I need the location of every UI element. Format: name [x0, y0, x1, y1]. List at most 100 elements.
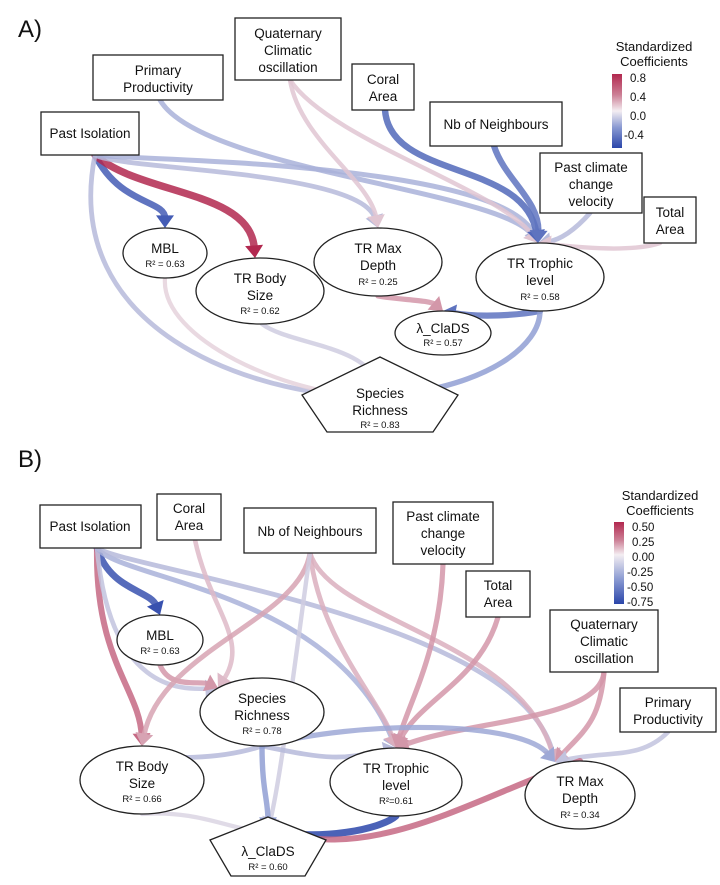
legend-panel-b: Standardized Coefficients 0.50 0.25 0.00… [614, 488, 698, 609]
node-species-richness: Species Richness R² = 0.78 [199, 677, 325, 747]
svg-text:Richness: Richness [352, 403, 408, 418]
node-primary-productivity: Primary Productivity [92, 54, 224, 101]
panel-label-a: A) [18, 16, 42, 43]
svg-text:Total: Total [484, 578, 513, 593]
r2-label: R² = 0.83 [360, 420, 399, 431]
edge-pi-to-mbl [93, 544, 160, 610]
edge-qc-to-tl [287, 77, 535, 238]
node-past-isolation: Past Isolation [39, 504, 142, 549]
node-quaternary-climatic-oscillation: Quaternary Climatic oscillation [234, 17, 342, 81]
legend-tick: -0.75 [627, 597, 653, 609]
node-tr-trophic-level: TR Trophic level R² = 0.58 [475, 242, 605, 312]
svg-text:Area: Area [369, 89, 398, 104]
r2-label: R² = 0.25 [358, 277, 397, 288]
edge-arrowhead [427, 295, 443, 311]
edge-nn-to-bs [141, 550, 313, 739]
edge-ca-to-tl [381, 106, 540, 237]
node-lambda-clads: λ_ClaDS R² = 0.60 [209, 816, 327, 877]
node-total-area: Total Area [643, 196, 697, 244]
legend-title-line2: Coefficients [626, 503, 694, 518]
node-tr-body-size: TR Body Size R² = 0.62 [195, 257, 325, 325]
svg-text:Climatic: Climatic [264, 43, 312, 58]
svg-text:TR Max: TR Max [354, 241, 402, 256]
edge-nn-to-tl [490, 142, 542, 237]
svg-text:Primary: Primary [645, 695, 692, 710]
legend-title-line2: Coefficients [620, 54, 688, 69]
svg-text:Depth: Depth [360, 258, 396, 273]
edge-pi-to-sr [94, 545, 211, 692]
edge-pi-to-tl [94, 545, 395, 742]
r2-label: R² = 0.60 [248, 862, 287, 873]
legend-tick: -0.4 [624, 130, 644, 142]
panel-b: B) Standardized Coefficients 0.50 0.25 0… [18, 446, 717, 877]
edge-arrowhead [202, 674, 218, 692]
r2-label: R² = 0.34 [560, 810, 599, 821]
svg-text:Size: Size [129, 776, 155, 791]
node-mbl: MBL R² = 0.63 [122, 227, 208, 279]
svg-text:Past climate: Past climate [406, 509, 480, 524]
svg-text:Quaternary: Quaternary [570, 617, 638, 632]
svg-text:MBL: MBL [146, 628, 174, 643]
edge-sr-to-lc [259, 743, 271, 823]
edge-arrowhead [367, 214, 385, 228]
node-nb-of-neighbours: Nb of Neighbours [243, 507, 377, 554]
node-coral-area: Coral Area [156, 493, 222, 541]
edge-arrowhead [156, 215, 174, 228]
svg-text:TR Body: TR Body [234, 271, 287, 286]
legend-colorbar [612, 74, 622, 148]
edge-pc-to-tl [545, 210, 593, 245]
legend-tick: -0.25 [627, 567, 653, 579]
svg-text:Past Isolation: Past Isolation [49, 126, 130, 141]
edges-panel-a [88, 77, 663, 406]
edge-pi-to-md [92, 152, 378, 221]
edge-qc-to-md [559, 669, 607, 758]
svg-text:Nb of Neighbours: Nb of Neighbours [443, 117, 548, 132]
r2-label: R² = 0.57 [423, 338, 462, 349]
svg-text:level: level [382, 778, 410, 793]
legend-tick: 0.00 [632, 552, 654, 564]
svg-text:Area: Area [656, 222, 685, 237]
node-tr-trophic-level: TR Trophic level R²=0.61 [329, 747, 463, 817]
svg-text:TR Trophic: TR Trophic [507, 256, 573, 271]
svg-text:Size: Size [247, 288, 273, 303]
legend-tick: 0.4 [630, 92, 647, 104]
legend-tick: 0.25 [632, 537, 654, 549]
legend-title-line1: Standardized [622, 488, 699, 503]
r2-label: R² = 0.62 [240, 306, 279, 317]
svg-text:Species: Species [238, 691, 286, 706]
edge-nn-to-md [307, 550, 555, 755]
node-nb-of-neighbours: Nb of Neighbours [429, 101, 563, 147]
legend-title-line1: Standardized [616, 39, 693, 54]
legend-panel-a: Standardized Coefficients 0.8 0.4 0.0 -0… [612, 39, 692, 148]
node-lambda-clads: λ_ClaDS R² = 0.57 [394, 310, 492, 356]
node-mbl: MBL R² = 0.63 [116, 614, 204, 666]
edge-md-to-lc [375, 293, 438, 308]
edge-mbl-to-sr [157, 662, 212, 687]
svg-text:λ_ClaDS: λ_ClaDS [241, 844, 294, 859]
panel-a: A) Standardized Coefficients 0.8 0.4 0.0… [18, 16, 697, 433]
svg-text:velocity: velocity [420, 543, 465, 558]
edge-ca-to-sr [192, 537, 235, 682]
edge-arrowhead [529, 229, 548, 243]
svg-text:MBL: MBL [151, 241, 179, 256]
svg-text:λ_ClaDS: λ_ClaDS [416, 321, 469, 336]
node-past-isolation: Past Isolation [40, 111, 140, 156]
r2-label: R² = 0.58 [520, 292, 559, 303]
svg-text:oscillation: oscillation [258, 60, 317, 75]
svg-text:Coral: Coral [173, 501, 205, 516]
legend-tick: -0.50 [627, 582, 653, 594]
node-tr-max-depth: TR Max Depth R² = 0.25 [313, 227, 443, 297]
edge-nn-to-tl [307, 550, 396, 741]
svg-text:Productivity: Productivity [123, 80, 193, 95]
svg-text:Climatic: Climatic [580, 634, 628, 649]
edge-ta-to-tl [397, 614, 501, 742]
svg-text:Primary: Primary [135, 63, 182, 78]
r2-label: R² = 0.66 [122, 794, 161, 805]
edge-qc-to-tl [402, 669, 607, 748]
edge-pp-to-md [562, 729, 671, 763]
node-quaternary-climatic-oscillation: Quaternary Climatic oscillation [549, 609, 659, 673]
r2-label: R² = 0.63 [140, 646, 179, 657]
node-total-area: Total Area [465, 570, 531, 618]
node-tr-max-depth: TR Max Depth R² = 0.34 [524, 760, 636, 830]
